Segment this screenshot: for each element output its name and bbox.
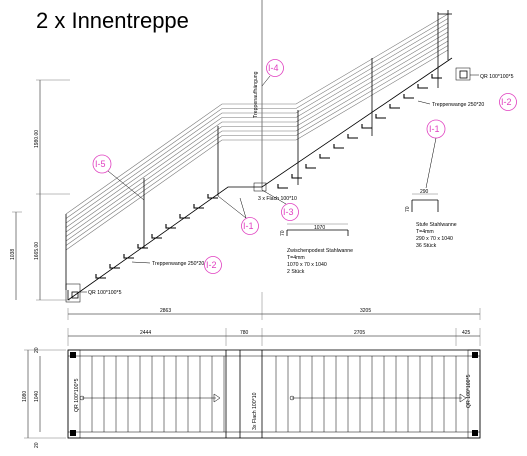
- qr-top-label: QR 100*100*5: [480, 74, 514, 80]
- wange-top-label: Treppenwange 250*20: [432, 102, 484, 108]
- tread-mark: [95, 274, 106, 279]
- tread-mark: [333, 144, 344, 149]
- plan-post-right: [467, 349, 481, 439]
- tag-i1-right: I-1: [429, 124, 440, 134]
- tread-mark: [151, 234, 162, 239]
- stufe-count: 36 Stück: [416, 243, 437, 249]
- plan-dim-bottom: 20: [34, 442, 40, 448]
- handrail-line: [65, 36, 449, 237]
- handrail-line: [65, 22, 449, 224]
- dim-seg-2: 780: [240, 330, 249, 336]
- tread-mark: [179, 214, 190, 219]
- tread-mark: [277, 184, 288, 189]
- dim-seg-3: 2705: [354, 330, 365, 336]
- podest-title: Zwischenpodest Stahlwanne: [287, 248, 353, 254]
- stufe-height: 70: [405, 206, 411, 212]
- stufe-width: 290: [420, 189, 429, 195]
- tread-mark: [193, 204, 204, 209]
- plan-qr-right: QR 100*100*5: [466, 374, 472, 408]
- tag-i4: I-4: [268, 63, 279, 73]
- dim-left-total: 1038: [10, 249, 16, 260]
- tag-i3: I-3: [283, 207, 294, 217]
- tread-mark: [109, 264, 120, 269]
- plan-post-left: [67, 349, 81, 439]
- qr-bottom-label: QR 100*100*5: [88, 290, 122, 296]
- tread-mark: [207, 194, 218, 199]
- plan-flach: 3x Flach 100*10: [252, 392, 258, 430]
- tread-mark: [347, 134, 358, 139]
- stufe-title: Stufe Stahlwanne: [416, 222, 457, 228]
- elevation-view: Treppenaufhängung QR 100*100*5 Treppenwa…: [10, 0, 517, 346]
- railing-posts: [143, 12, 439, 248]
- treads-upper: [277, 74, 442, 189]
- dim-span-right: 3205: [360, 308, 371, 314]
- left-dimensions: 1980.00 1665.00 1038: [10, 79, 70, 301]
- tread-mark: [403, 94, 414, 99]
- span-dimensions: 2863 3205 2444 780 2705 425: [67, 292, 481, 346]
- podest-width: 1070: [314, 225, 325, 231]
- dim-seg-4: 425: [462, 330, 471, 336]
- tread-mark: [375, 114, 386, 119]
- tread-mark: [431, 74, 442, 79]
- tread-mark: [165, 224, 176, 229]
- tag-i1-mid: I-1: [243, 221, 254, 231]
- tag-i5: I-5: [95, 159, 106, 169]
- handrail-bundle: [65, 10, 449, 290]
- plan-dim-inner: 1040: [34, 391, 40, 402]
- stufe-detail: 290 70 Stufe Stahlwanne T=4mm 290 x 70 x…: [405, 189, 457, 249]
- tread-mark: [291, 174, 302, 179]
- plan-qr-left: QR 100*100*5: [74, 378, 80, 412]
- podest-count: 2 Stück: [287, 269, 305, 275]
- plan-view: QR 100*100*5 QR 100*100*5 3x Flach 100*1…: [22, 347, 481, 448]
- qr-post-top: [455, 67, 471, 81]
- tread-mark: [389, 104, 400, 109]
- stufe-size: 290 x 70 x 1040: [416, 236, 453, 242]
- treads-lower: [95, 194, 218, 279]
- tread-mark: [305, 164, 316, 169]
- treppenaufhaengung-label: Treppenaufhängung: [253, 71, 259, 118]
- podest-t: T=4mm: [287, 255, 305, 261]
- tag-i2-bottom: I-2: [206, 260, 217, 270]
- tread-mark: [361, 124, 372, 129]
- podest-size: 1070 x 70 x 1040: [287, 262, 327, 268]
- stufe-t: T=4mm: [416, 229, 434, 235]
- landing-bracket: [253, 182, 267, 192]
- drawing-title: 2 x Innentreppe: [36, 8, 189, 33]
- dim-left-lower: 1665.00: [34, 242, 40, 260]
- tread-mark: [137, 244, 148, 249]
- plan-outline: [67, 349, 481, 439]
- podest-detail: 1070 70 Zwischenpodest Stahlwanne T=4mm …: [280, 223, 353, 275]
- qr-post-bottom: [65, 283, 81, 303]
- plan-dim-top: 20: [34, 347, 40, 353]
- dim-span-left: 2863: [160, 308, 171, 314]
- tread-mark: [417, 84, 428, 89]
- tread-mark: [123, 254, 134, 259]
- tag-i2-top: I-2: [501, 97, 512, 107]
- handrail-line: [65, 27, 449, 228]
- podest-height: 70: [280, 230, 286, 236]
- wange-bottom-label: Treppenwange 250*20: [152, 261, 204, 267]
- handrail-line: [65, 31, 449, 233]
- dim-left-upper: 1980.00: [34, 130, 40, 148]
- tread-mark: [319, 154, 330, 159]
- detail-tags: I-4 I-2 I-1 I-5 I-3 I-1 I-2: [92, 59, 517, 274]
- handrail-line: [65, 40, 449, 242]
- dim-seg-1: 2444: [140, 330, 151, 336]
- plan-dim-outer: 1080: [22, 391, 28, 402]
- plan-treads: [91, 356, 457, 432]
